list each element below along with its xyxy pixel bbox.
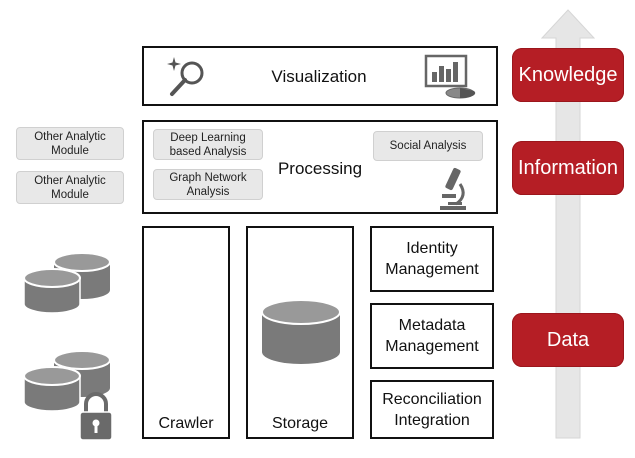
magnifier-sparkle-icon: [167, 57, 204, 96]
social-analysis-module: Social Analysis: [373, 131, 483, 161]
deep-learning-module: Deep Learning based Analysis: [153, 129, 263, 160]
level-data: Data: [512, 313, 624, 367]
processing-title: Processing: [277, 159, 363, 178]
identity-management-label: Identity Management: [385, 240, 479, 278]
other-analytic-label-1: Other Analytic Module: [34, 130, 106, 157]
hierarchy-arrow: [540, 9, 596, 439]
storage-layer: Storage: [246, 226, 354, 439]
level-information: Information: [512, 141, 624, 195]
storage-title: Storage: [271, 415, 329, 432]
crawler-title: Crawler: [158, 415, 214, 432]
graph-network-label: Graph Network Analysis: [169, 171, 247, 198]
reconciliation-integration-label: Reconciliation Integration: [382, 390, 482, 429]
dashboard-chart-icon: [424, 54, 476, 99]
visualization-layer: Visualization: [142, 46, 498, 106]
other-analytic-module-1: Other Analytic Module: [16, 127, 124, 160]
deep-learning-label: Deep Learning based Analysis: [169, 131, 247, 158]
visualization-title: Visualization: [271, 67, 367, 86]
database-icon: [261, 299, 341, 364]
crawler-layer: Crawler: [142, 226, 230, 439]
lock-icon: [79, 392, 113, 441]
metadata-management-box: Metadata Management: [370, 303, 494, 369]
level-knowledge: Knowledge: [512, 48, 624, 102]
secure-database-icon: [23, 350, 113, 441]
database-cluster-icon: [23, 252, 111, 314]
microscope-icon: [440, 167, 466, 210]
graph-network-module: Graph Network Analysis: [153, 169, 263, 200]
other-analytic-label-2: Other Analytic Module: [34, 174, 106, 201]
metadata-management-label: Metadata Management: [385, 317, 479, 355]
identity-management-box: Identity Management: [370, 226, 494, 292]
reconciliation-integration-box: Reconciliation Integration: [370, 380, 494, 439]
other-analytic-module-2: Other Analytic Module: [16, 171, 124, 204]
level-knowledge-label: Knowledge: [518, 63, 618, 86]
level-information-label: Information: [517, 156, 619, 179]
social-analysis-label: Social Analysis: [389, 140, 467, 152]
processing-layer: Deep Learning based Analysis Graph Netwo…: [142, 120, 498, 214]
level-data-label: Data: [546, 328, 590, 351]
